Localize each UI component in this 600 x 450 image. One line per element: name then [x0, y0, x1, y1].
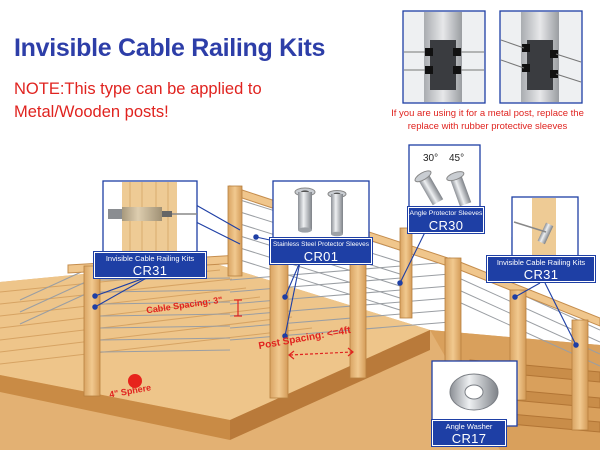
label-cr01-name: Stainless Steel Protector Sleeves — [272, 241, 370, 248]
label-cr01: Stainless Steel Protector Sleeves CR01 — [270, 238, 372, 264]
cable-spacing-marker — [234, 299, 242, 317]
label-cr30: Angle Protector Sleeves CR30 — [408, 207, 484, 233]
label-cr31-right-name: Invisible Cable Railing Kits — [496, 258, 586, 267]
angle-label-45: 45° — [449, 153, 464, 164]
note-text: NOTE:This type can be applied to Metal/W… — [14, 80, 262, 121]
label-cr31-right-code: CR31 — [523, 267, 559, 282]
metal-post-photo-1 — [402, 10, 486, 104]
page-title: Invisible Cable Railing Kits — [14, 34, 326, 62]
label-cr17: Angle Washer CR17 — [432, 420, 506, 446]
metal-post-photo-2 — [499, 10, 583, 104]
label-cr30-name: Angle Protector Sleeves — [409, 210, 483, 217]
post-spacing-marker — [288, 347, 354, 360]
sphere-marker — [128, 374, 142, 388]
wood-post-closeup — [102, 180, 198, 253]
label-cr31-left: Invisible Cable Railing Kits CR31 — [94, 252, 206, 278]
washer-closeup — [431, 360, 518, 427]
label-cr01-code: CR01 — [303, 249, 339, 264]
angle-label-30: 30° — [423, 153, 438, 164]
label-cr31-left-code: CR31 — [132, 263, 168, 278]
label-cr17-name: Angle Washer — [445, 422, 493, 431]
label-cr17-code: CR17 — [451, 431, 487, 446]
right-post-closeup — [511, 196, 579, 258]
label-cr30-code: CR30 — [428, 218, 464, 233]
label-cr31-left-name: Invisible Cable Railing Kits — [105, 254, 195, 263]
metal-post-note: If you are using it for a metal post, re… — [391, 108, 584, 132]
label-cr31-right: Invisible Cable Railing Kits CR31 — [487, 256, 595, 282]
